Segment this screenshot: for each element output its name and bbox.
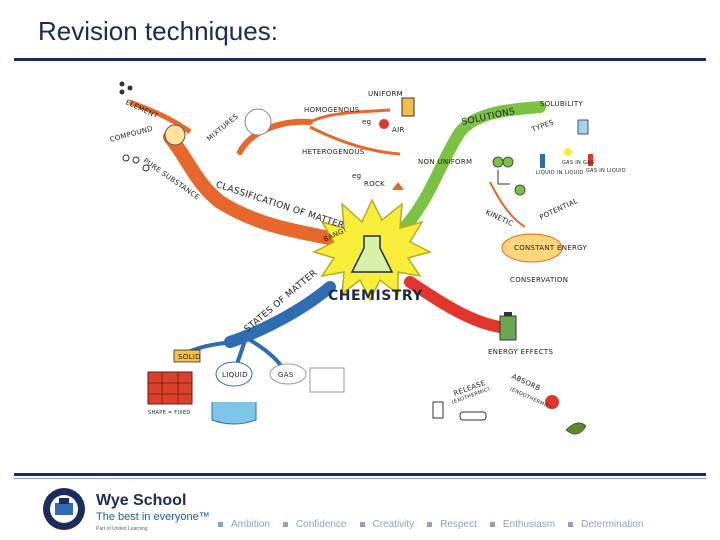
label-solubility: SOLUBILITY xyxy=(540,100,584,108)
label-shape-fixed: SHAPE = FIXED xyxy=(148,410,191,416)
mind-map: ELEMENT COMPOUND PURE SUBSTANCE MIXTURES… xyxy=(100,72,626,442)
value-item: Determination xyxy=(568,519,643,530)
label-liquid-in-liquid: LIQUID IN LIQUID xyxy=(536,170,584,176)
value-item: Respect xyxy=(427,519,477,530)
school-values: Ambition Confidence Creativity Respect E… xyxy=(218,519,656,530)
value-item: Confidence xyxy=(282,519,347,530)
label-homogenous: HOMOGENOUS xyxy=(304,106,360,114)
sun-icon xyxy=(545,395,559,409)
leaf-icon xyxy=(565,422,587,435)
branch-pure xyxy=(129,99,192,135)
label-chemistry: CHEMISTRY xyxy=(328,288,423,304)
car-icon xyxy=(459,411,487,421)
label-eg-1: eg xyxy=(362,118,372,126)
branch-kinetic xyxy=(489,181,526,228)
solid-bricks xyxy=(147,371,193,405)
value-item: Creativity xyxy=(359,519,414,530)
constant-energy-burst xyxy=(501,233,563,263)
label-energy-effects: ENERGY EFFECTS xyxy=(488,348,554,356)
title-divider xyxy=(14,58,706,61)
value-item: Ambition xyxy=(218,519,270,530)
bullet-icon xyxy=(427,522,433,527)
footer-divider xyxy=(14,473,706,476)
label-rock: ROCK xyxy=(364,180,386,188)
label-eg-2: eg xyxy=(352,172,362,180)
label-gas-in-liquid: GAS IN LIQUID xyxy=(586,168,626,174)
element-face xyxy=(164,124,186,146)
rock-fire xyxy=(392,182,404,190)
branch-heterogenous xyxy=(309,125,401,156)
battery-icon xyxy=(499,315,517,341)
bullet-icon xyxy=(218,522,223,527)
air-balloon xyxy=(379,119,389,129)
mind-map-drawing xyxy=(119,81,593,435)
mixtures-cloud xyxy=(244,108,272,136)
label-gas: GAS xyxy=(278,371,294,379)
school-tagline: The best in everyone™ xyxy=(96,511,210,523)
school-name: Wye School xyxy=(96,492,187,509)
label-air: AIR xyxy=(392,126,405,134)
gas-cloud xyxy=(269,363,307,385)
flask-icon xyxy=(350,235,394,273)
branch-classification xyxy=(163,130,357,249)
gas-particles-box xyxy=(309,367,345,393)
bullet-icon xyxy=(489,522,495,527)
label-gas-in-gas: GAS IN GAS xyxy=(562,160,595,166)
bullet-icon xyxy=(568,522,574,527)
water-beaker xyxy=(211,402,257,425)
liquid-blob xyxy=(215,361,253,387)
label-non-uniform: NON UNIFORM xyxy=(418,158,473,166)
label-liquid: LIQUID xyxy=(222,371,248,379)
bullet-icon xyxy=(359,522,365,527)
school-crest-logo xyxy=(43,488,85,530)
page-title: Revision techniques: xyxy=(38,16,278,46)
label-conservation: CONSERVATION xyxy=(510,276,569,284)
value-item: Enthusiasm xyxy=(489,519,555,530)
solubility-cup xyxy=(577,119,589,135)
bullet-icon xyxy=(282,522,288,527)
label-solid: SOLID xyxy=(178,353,201,361)
branch-states xyxy=(224,281,336,348)
branch-homogenous xyxy=(309,108,391,124)
school-subtitle: Part of United Learning xyxy=(96,526,148,532)
footer-divider-thin xyxy=(14,478,706,479)
label-uniform: UNIFORM xyxy=(368,90,403,98)
uniform-figure xyxy=(401,97,415,117)
branch-energy xyxy=(404,276,506,333)
label-constant-energy: CONSTANT ENERGY xyxy=(514,244,588,252)
label-heterogenous: HETEROGENOUS xyxy=(302,148,365,156)
branch-solutions xyxy=(394,101,546,238)
